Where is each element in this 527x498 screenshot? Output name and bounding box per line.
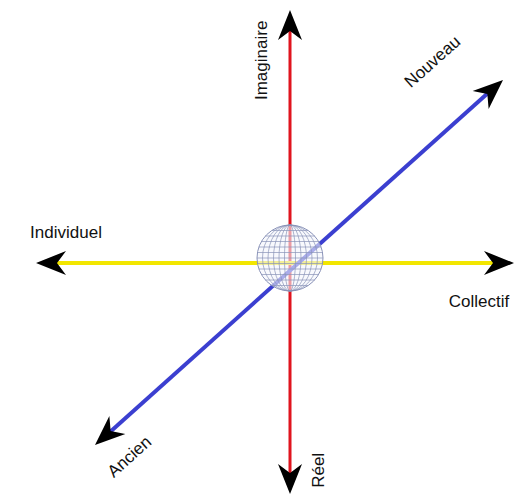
arrowhead <box>278 10 302 40</box>
globe-parallel <box>272 285 308 286</box>
globe-parallel <box>261 274 318 275</box>
globe-parallel <box>265 280 314 281</box>
arrowhead <box>484 251 514 275</box>
globe-parallel <box>259 247 321 248</box>
axis-label: Réel <box>310 453 329 488</box>
globe-parallel <box>259 269 321 270</box>
arrowheads <box>36 10 514 494</box>
axis-label: Collectif <box>449 293 509 312</box>
axis-label: Imaginaire <box>254 20 273 99</box>
arrowhead <box>473 71 511 109</box>
globe-parallel <box>257 252 322 253</box>
arrowhead <box>36 251 66 275</box>
blue-axis <box>110 93 488 432</box>
globe-outline <box>257 225 323 291</box>
globe-parallel <box>257 258 323 259</box>
wireframe-globe <box>257 225 323 291</box>
axis-label: Nouveau <box>401 32 464 91</box>
axis-label: Individuel <box>30 224 102 243</box>
globe-parallel <box>257 263 322 264</box>
arrowhead <box>278 464 302 494</box>
globe-parallel <box>261 241 318 242</box>
arrowhead <box>87 416 125 454</box>
axis-label: Ancien <box>104 433 155 482</box>
globe-parallel <box>272 230 308 231</box>
globe-parallel <box>265 236 314 237</box>
